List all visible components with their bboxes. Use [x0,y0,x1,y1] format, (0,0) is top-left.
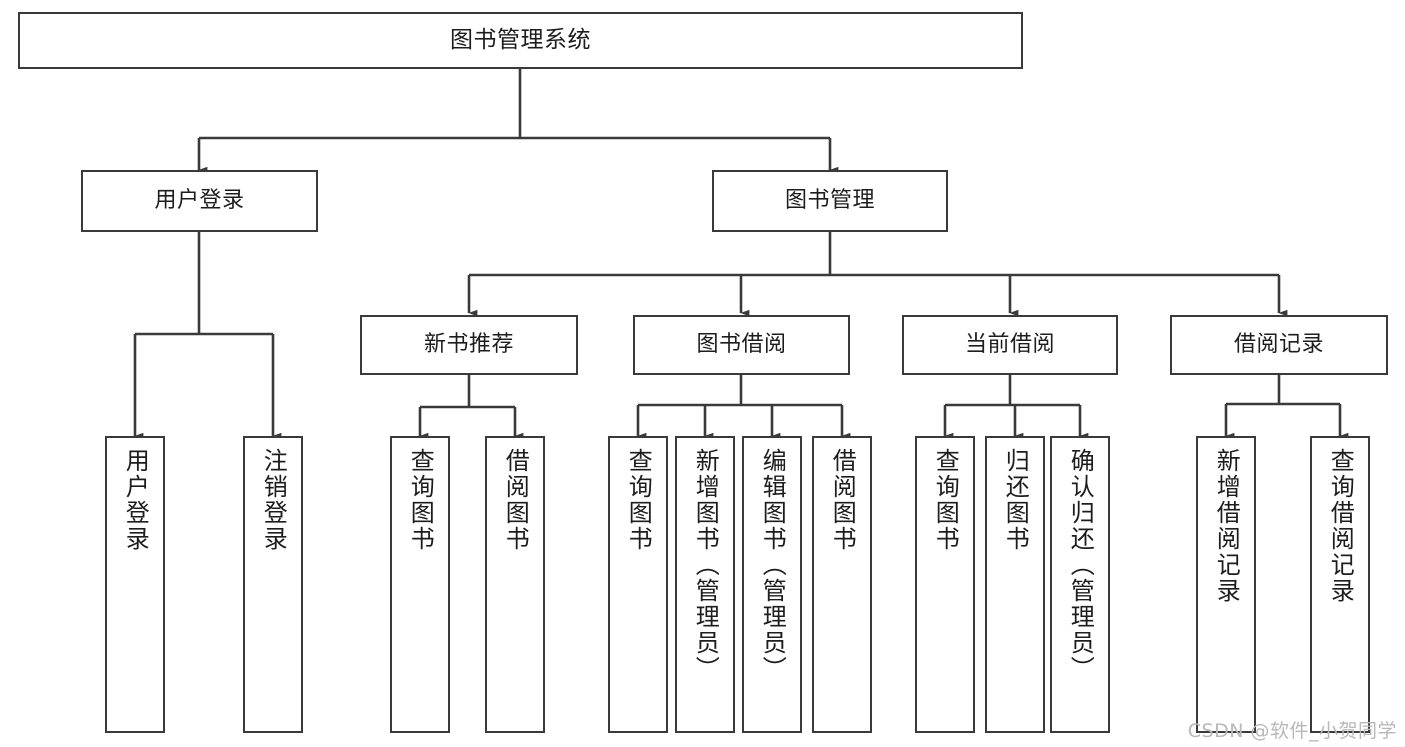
node-leaf-new-book-2[interactable]: 借阅图书 [485,436,545,733]
node-root-label: 图书管理系统 [450,26,591,53]
node-root-book-management-system[interactable]: 图书管理系统 [18,12,1023,69]
node-borrow-record[interactable]: 借阅记录 [1170,315,1388,375]
node-leaf-label: 查询图书 [931,448,960,552]
node-leaf-label: 归还图书 [1001,448,1030,552]
node-leaf-user-login-1[interactable]: 用户登录 [105,436,165,733]
node-user-login[interactable]: 用户登录 [81,170,318,232]
node-leaf-label: 新增借阅记录 [1212,448,1241,604]
node-leaf-label: 确认归还（管理员） [1066,448,1095,682]
node-new-book-recommend[interactable]: 新书推荐 [360,315,578,375]
node-new-book-recommend-label: 新书推荐 [423,332,514,358]
node-book-borrow[interactable]: 图书借阅 [633,315,850,375]
node-leaf-current-borrow-2[interactable]: 归还图书 [985,436,1045,733]
node-leaf-book-borrow-4[interactable]: 借阅图书 [812,436,872,733]
node-leaf-new-book-1[interactable]: 查询图书 [390,436,450,733]
node-leaf-book-borrow-1[interactable]: 查询图书 [608,436,668,733]
node-borrow-record-label: 借阅记录 [1233,332,1324,358]
node-leaf-borrow-record-1[interactable]: 新增借阅记录 [1196,436,1256,733]
node-user-login-label: 用户登录 [154,188,245,214]
node-leaf-book-borrow-3[interactable]: 编辑图书（管理员） [742,436,802,733]
node-leaf-user-login-2[interactable]: 注销登录 [243,436,303,733]
node-book-management[interactable]: 图书管理 [712,170,948,232]
node-leaf-current-borrow-1[interactable]: 查询图书 [915,436,975,733]
node-leaf-label: 查询借阅记录 [1326,448,1355,604]
node-current-borrow[interactable]: 当前借阅 [902,315,1118,375]
node-leaf-label: 注销登录 [259,448,288,552]
node-leaf-current-borrow-3[interactable]: 确认归还（管理员） [1050,436,1110,733]
node-leaf-borrow-record-2[interactable]: 查询借阅记录 [1310,436,1370,733]
node-leaf-label: 借阅图书 [828,448,857,552]
node-current-borrow-label: 当前借阅 [964,332,1055,358]
node-leaf-label: 查询图书 [406,448,435,552]
watermark-text: CSDN @软件_小贺同学 [1187,720,1397,742]
node-leaf-label: 借阅图书 [501,448,530,552]
node-book-management-label: 图书管理 [784,188,875,214]
node-leaf-label: 查询图书 [624,448,653,552]
node-leaf-label: 用户登录 [121,448,150,552]
node-leaf-book-borrow-2[interactable]: 新增图书（管理员） [675,436,735,733]
node-leaf-label: 编辑图书（管理员） [758,448,787,682]
node-leaf-label: 新增图书（管理员） [691,448,720,682]
node-book-borrow-label: 图书借阅 [696,332,787,358]
